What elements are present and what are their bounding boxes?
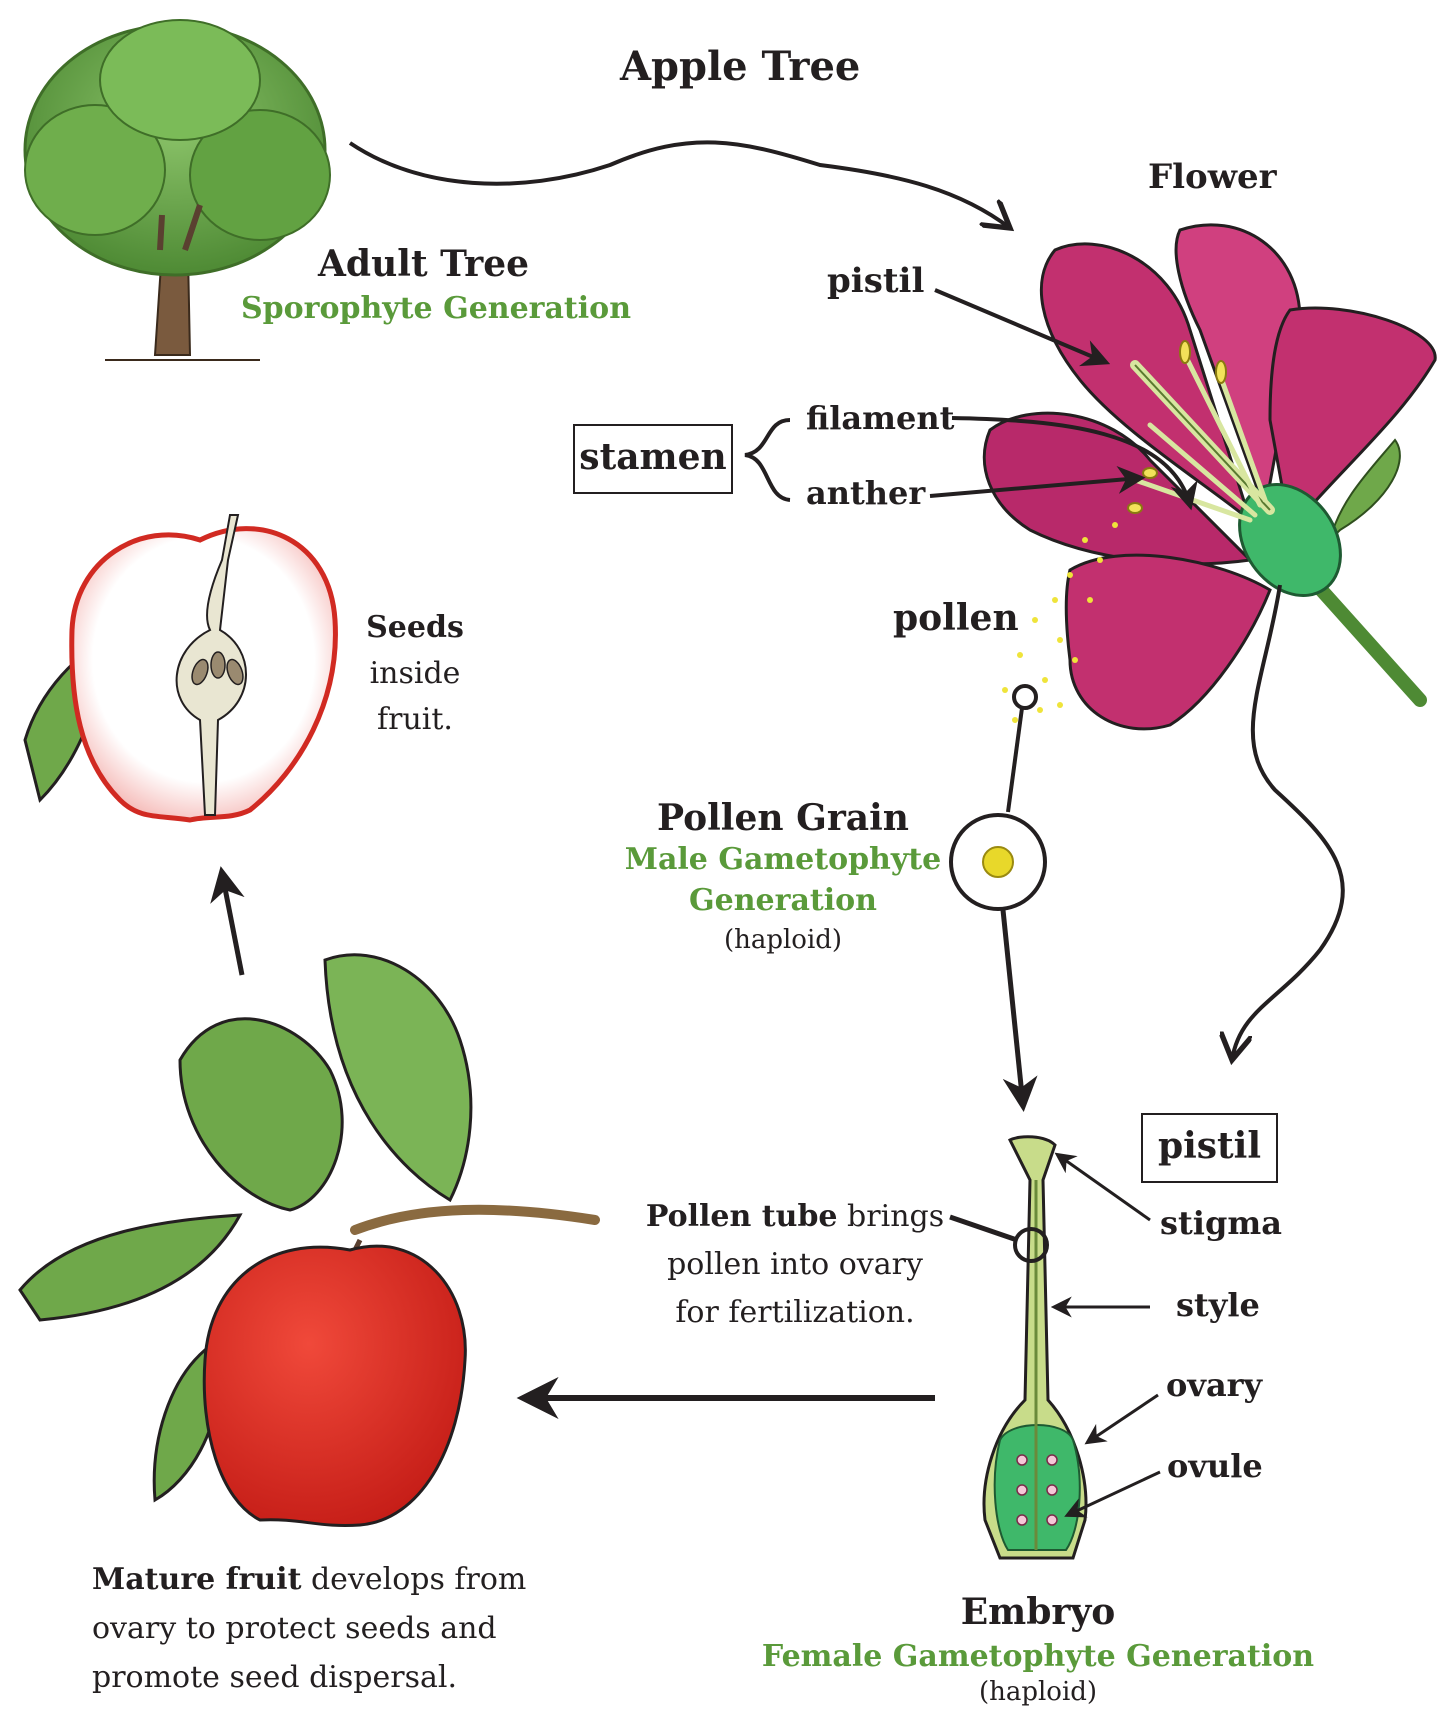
pistil-detail-box: pistil	[1141, 1113, 1278, 1183]
stamen-brace	[745, 420, 790, 500]
tree-to-flower-arrow	[350, 142, 1010, 228]
filament-label: filament	[806, 400, 954, 437]
pollen-tube-bold: Pollen tube	[646, 1199, 838, 1234]
pollen-grain-label: Pollen Grain	[657, 798, 909, 839]
pollen-label: pollen	[893, 598, 1019, 639]
pollen-to-pistil-arrow	[1003, 910, 1023, 1105]
anther-label: anther	[806, 475, 925, 512]
seeds-bold: Seeds	[366, 605, 464, 651]
pollen-marker	[1014, 686, 1036, 708]
seeds-caption: Seeds inside fruit.	[366, 605, 464, 743]
pollen-tube-pointer	[950, 1217, 1017, 1240]
ovule-label: ovule	[1167, 1448, 1263, 1485]
diagram-title: Apple Tree	[620, 44, 860, 90]
pollen-tube-caption: Pollen tube brings pollen into ovary for…	[646, 1193, 944, 1337]
seeds-line2: inside	[366, 651, 464, 697]
mature-fruit-line2: ovary to protect seeds and	[92, 1604, 526, 1653]
pollen-tube-line1-rest: brings	[838, 1199, 945, 1234]
female-gametophyte-label: Female Gametophyte Generation	[762, 1640, 1314, 1675]
mature-fruit-bold: Mature fruit	[92, 1562, 301, 1597]
male-generation-label: Generation	[689, 884, 877, 919]
apple-branch-illustration	[20, 955, 595, 1526]
ovary-label: ovary	[1166, 1367, 1262, 1404]
pollen-zoom-line	[1008, 708, 1022, 812]
adult-tree-label: Adult Tree	[318, 244, 529, 285]
stigma-label: stigma	[1160, 1205, 1282, 1242]
flower-pistil-label: pistil	[827, 262, 924, 301]
flower-illustration	[984, 225, 1435, 729]
sporophyte-generation-label: Sporophyte Generation	[241, 292, 631, 327]
mature-fruit-line3: promote seed dispersal.	[92, 1653, 526, 1702]
apple-cross-section-illustration	[25, 515, 335, 820]
ovary-pointer	[1088, 1395, 1158, 1442]
flower-title: Flower	[1148, 158, 1277, 197]
pollen-tube-line3: for fertilization.	[646, 1289, 944, 1337]
flower-to-pistil-arrow	[1232, 585, 1343, 1060]
male-gametophyte-label: Male Gametophyte	[625, 843, 942, 878]
seeds-line3: fruit.	[366, 697, 464, 743]
fruit-to-seeds-arrow	[222, 873, 242, 975]
mature-fruit-caption: Mature fruit develops from ovary to prot…	[92, 1555, 526, 1702]
embryo-label: Embryo	[961, 1592, 1116, 1633]
style-label: style	[1176, 1287, 1260, 1324]
stamen-box: stamen	[573, 424, 733, 494]
stigma-pointer	[1058, 1155, 1150, 1220]
female-haploid-label: (haploid)	[979, 1678, 1097, 1708]
pollen-tube-line2: pollen into ovary	[646, 1241, 944, 1289]
mature-fruit-line1-rest: develops from	[301, 1562, 526, 1597]
pistil-illustration	[984, 1137, 1086, 1558]
male-haploid-label: (haploid)	[724, 926, 842, 956]
pollen-grain-icon	[983, 847, 1013, 877]
